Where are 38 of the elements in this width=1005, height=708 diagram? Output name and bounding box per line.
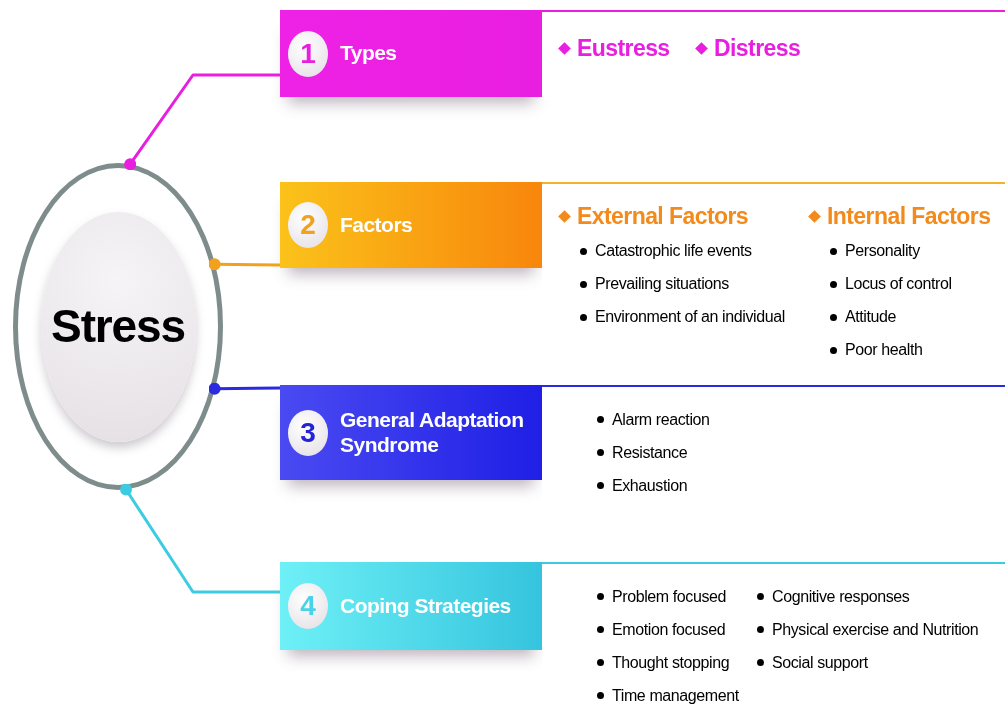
connector-line [120, 483, 280, 594]
step-number: 3 [288, 409, 328, 456]
step-number: 1 [288, 30, 328, 77]
category-banner [280, 10, 542, 97]
list-item: Emotion focused [612, 619, 726, 640]
connector-line [208, 258, 280, 271]
center-title: Stress [51, 299, 185, 354]
list-item: Problem focused [612, 586, 727, 607]
list-item: Resistance [612, 442, 688, 463]
list-item: Locus of control [845, 274, 952, 295]
subheading: External Factors [577, 202, 749, 231]
subheading: Internal Factors [827, 202, 991, 231]
subheading: Eustress [577, 34, 670, 63]
category-banner [280, 385, 542, 480]
category-banner [280, 562, 542, 650]
category-banner [280, 182, 542, 268]
step-number: 2 [288, 202, 328, 248]
banner-title: Coping Strategies [340, 593, 511, 619]
list-item: Physical exercise and Nutrition [772, 619, 979, 640]
list-item: Prevailing situations [595, 274, 729, 295]
banner-title: Types [340, 41, 397, 66]
list-item: Poor health [845, 340, 923, 361]
list-item: Cognitive responses [772, 586, 910, 607]
list-item: Attitude [845, 307, 897, 328]
list-item: Thought stopping [612, 652, 730, 673]
banner-title: Factors [340, 212, 413, 238]
connector-line [208, 382, 280, 395]
banner-title: General Adaptation Syndrome [340, 408, 525, 457]
list-item: Exhaustion [612, 475, 688, 496]
list-item: Time management [612, 685, 739, 706]
step-number: 4 [288, 583, 328, 629]
list-item: Personality [845, 241, 920, 262]
list-item: Social support [772, 652, 868, 673]
list-item: Catastrophic life events [595, 241, 752, 262]
list-item: Alarm reaction [612, 409, 710, 430]
connector-line [124, 73, 280, 171]
list-item: Environment of an individual [595, 307, 785, 328]
subheading: Distress [714, 34, 801, 63]
